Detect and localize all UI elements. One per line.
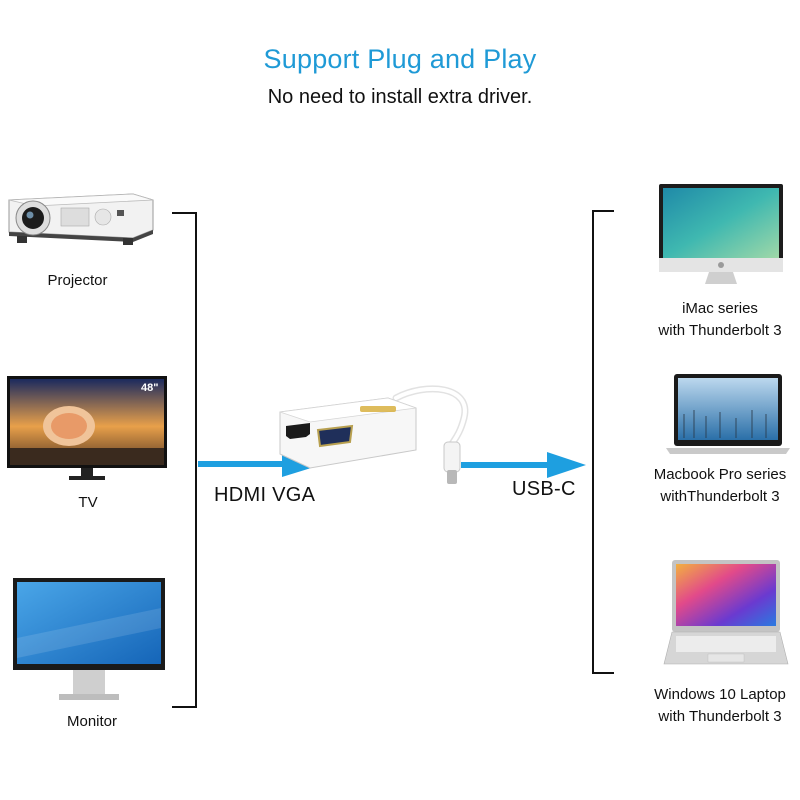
tv-label: TV	[78, 494, 98, 511]
projector-label: Projector	[47, 272, 108, 289]
monitor-icon	[13, 578, 165, 700]
monitor-label: Monitor	[66, 713, 118, 730]
usb-c-adapter-icon	[279, 385, 469, 484]
macbook-icon	[666, 374, 790, 454]
laptop-label-line2: with Thunderbolt 3	[658, 708, 782, 725]
tv-icon	[7, 376, 167, 480]
page-title: Support Plug and Play	[263, 44, 537, 74]
right-bracket	[592, 210, 614, 674]
left-bracket	[172, 212, 197, 708]
laptop-label-line1: Windows 10 Laptop	[654, 686, 786, 703]
tv-size-badge: 48"	[141, 382, 159, 394]
output-arrow	[461, 452, 586, 478]
imac-label-line1: iMac series	[682, 300, 758, 317]
hdmi-vga-label: HDMI VGA	[214, 484, 316, 506]
laptop-icon	[663, 560, 789, 665]
imac-icon	[659, 184, 783, 284]
macbook-label-line2: withThunderbolt 3	[660, 488, 780, 505]
page-subtitle: No need to install extra driver.	[267, 86, 533, 108]
macbook-label-line1: Macbook Pro series	[653, 466, 787, 483]
projector-icon	[8, 193, 154, 245]
imac-label-line2: with Thunderbolt 3	[658, 322, 782, 339]
usb-c-label: USB-C	[512, 478, 576, 500]
